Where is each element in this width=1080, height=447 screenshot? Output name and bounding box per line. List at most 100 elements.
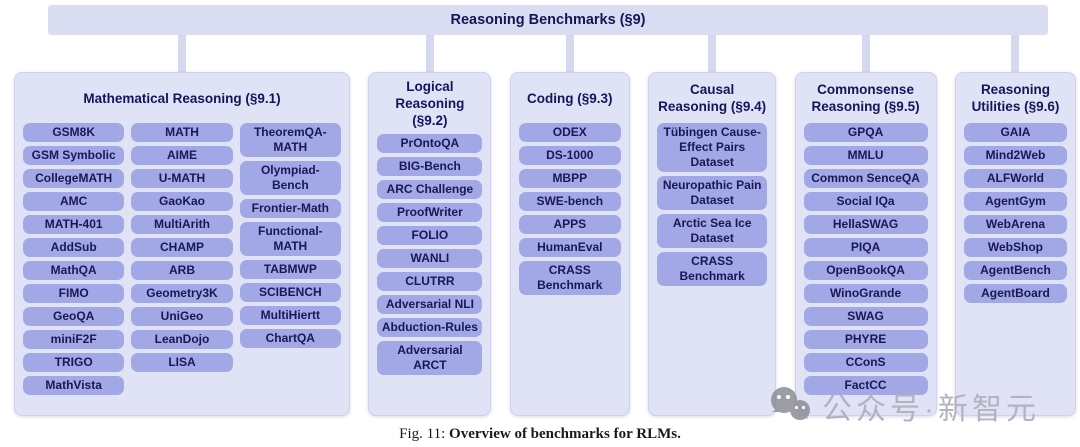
- benchmark-pill: GaoKao: [131, 192, 233, 211]
- category-panel: Logical Reasoning (§9.2) PrOntoQA BIG-Ben…: [368, 72, 492, 416]
- benchmark-pill: CConS: [803, 353, 928, 372]
- benchmark-pill: APPS: [518, 215, 621, 234]
- benchmark-pill: AgentGym: [963, 192, 1067, 211]
- benchmark-pill: ARB: [131, 261, 233, 280]
- category-title: Causal Reasoning (§9.4): [658, 82, 767, 114]
- category-title: Logical Reasoning (§9.2): [395, 79, 465, 128]
- benchmark-pill: CollegeMATH: [23, 169, 125, 188]
- benchmark-pill: Neuropathic Pain Dataset: [657, 176, 768, 210]
- benchmark-pill: Tübingen Cause-Effect Pairs Dataset: [657, 123, 768, 172]
- benchmark-pill: MMLU: [803, 146, 928, 165]
- benchmark-pill: SCIBENCH: [239, 283, 341, 302]
- benchmark-pill: DS-1000: [518, 146, 621, 165]
- benchmark-pill: WinoGrande: [803, 284, 928, 303]
- root-node: Reasoning Benchmarks (§9): [48, 5, 1048, 35]
- benchmark-pill: Social IQa: [803, 192, 928, 211]
- benchmark-pill: GPQA: [803, 123, 928, 142]
- benchmark-pill: ChartQA: [239, 329, 341, 348]
- caption-prefix: Fig. 11:: [399, 426, 446, 442]
- benchmark-pill: OpenBookQA: [803, 261, 928, 280]
- category-column: Logical Reasoning (§9.2) PrOntoQA BIG-Ben…: [368, 35, 492, 416]
- benchmark-pill: PrOntoQA: [377, 133, 483, 153]
- root-node-label: Reasoning Benchmarks (§9): [450, 12, 646, 28]
- benchmark-pill: CRASS Benchmark: [657, 252, 768, 286]
- benchmark-pill: Arctic Sea Ice Dataset: [657, 214, 768, 248]
- benchmark-pill: FactCC: [803, 376, 928, 395]
- category-title: Coding (§9.3): [527, 90, 613, 106]
- benchmark-pill: BIG-Bench: [377, 156, 483, 176]
- category-panel: Commonsense Reasoning (§9.5) GPQA MMLU Com…: [794, 72, 937, 416]
- benchmark-pill: MBPP: [518, 169, 621, 188]
- benchmark-pill: MATH-401: [23, 215, 125, 234]
- benchmark-pill: LeanDojo: [131, 330, 233, 349]
- category-column: Commonsense Reasoning (§9.5) GPQA MMLU Com…: [794, 35, 937, 416]
- benchmark-pill: GAIA: [963, 123, 1067, 142]
- benchmark-pill: WANLI: [377, 248, 483, 268]
- benchmark-pill: Frontier-Math: [239, 199, 341, 218]
- benchmark-pill: Mind2Web: [963, 146, 1067, 165]
- benchmark-pill: AMC: [23, 192, 125, 211]
- benchmark-pill: UniGeo: [131, 307, 233, 326]
- category-title: Reasoning Utilities (§9.6): [971, 82, 1060, 114]
- benchmark-pill: Functional-MATH: [239, 222, 341, 256]
- benchmark-pill: AgentBench: [963, 261, 1067, 280]
- benchmark-pill: MathQA: [23, 261, 125, 280]
- benchmark-pill: TABMWP: [239, 260, 341, 279]
- benchmark-pill: Abduction-Rules: [377, 317, 483, 337]
- connector-line: [425, 35, 434, 72]
- benchmark-pill: miniF2F: [23, 330, 125, 349]
- connector-line: [1011, 35, 1020, 72]
- benchmark-pill: FIMO: [23, 284, 125, 303]
- benchmark-pill: SWE-bench: [518, 192, 621, 211]
- category-title: Mathematical Reasoning (§9.1): [83, 90, 281, 106]
- benchmark-pill: Olympiad-Bench: [239, 161, 341, 195]
- benchmark-pill: AIME: [131, 146, 233, 165]
- benchmark-pill: CLUTRR: [377, 271, 483, 291]
- benchmark-pill: ARC Challenge: [377, 179, 483, 199]
- benchmark-pill: ODEX: [518, 123, 621, 142]
- category-panel: Causal Reasoning (§9.4) Tübingen Cause-E…: [648, 72, 777, 416]
- benchmark-pill: Common SenceQA: [803, 169, 928, 188]
- benchmark-pill: MATH: [131, 123, 233, 142]
- benchmark-pill: Geometry3K: [131, 284, 233, 303]
- benchmark-pill: U-MATH: [131, 169, 233, 188]
- benchmark-pill: GSM Symbolic: [23, 146, 125, 165]
- benchmark-pill: Adversarial NLI: [377, 294, 483, 314]
- benchmark-pill: LISA: [131, 353, 233, 372]
- benchmark-pill: ProofWriter: [377, 202, 483, 222]
- benchmark-pill: MultiHiertt: [239, 306, 341, 325]
- caption-text: Overview of benchmarks for RLMs.: [449, 426, 681, 442]
- category-title: Commonsense Reasoning (§9.5): [811, 82, 920, 114]
- connector-line: [565, 35, 574, 72]
- connector-line: [861, 35, 870, 72]
- benchmark-pill: TRIGO: [23, 353, 125, 372]
- benchmark-pill: Adversarial ARCT: [377, 340, 483, 375]
- benchmark-pill: CRASS Benchmark: [518, 261, 621, 295]
- benchmark-pill: ALFWorld: [963, 169, 1067, 188]
- benchmark-pill: TheoremQA-MATH: [239, 123, 341, 157]
- benchmark-pill: GeoQA: [23, 307, 125, 326]
- benchmark-pill: WebShop: [963, 238, 1067, 257]
- connector-line: [708, 35, 717, 72]
- benchmark-pill: AddSub: [23, 238, 125, 257]
- benchmark-pill: SWAG: [803, 307, 928, 326]
- benchmark-pill: HumanEval: [518, 238, 621, 257]
